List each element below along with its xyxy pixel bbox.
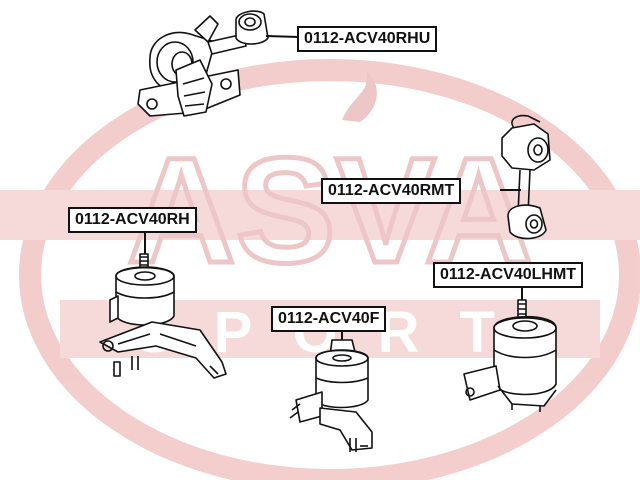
part-label-acv40f: 0112-ACV40F [271,306,387,332]
part-rmt-drawing [501,114,551,240]
part-label-acv40lhmt: 0112-ACV40LHMT [433,262,584,288]
part-label-acv40rhu: 0112-ACV40RHU [297,26,438,52]
part-lhmt-drawing [463,299,557,412]
part-label-acv40rh: 0112-ACV40RH [68,207,197,233]
part-f-drawing [289,339,373,452]
watermark-flame-icon [342,70,377,122]
watermark-ring [19,59,640,480]
part-label-acv40rmt: 0112-ACV40RMT [321,178,462,204]
part-rhu-drawing [137,10,269,117]
leader-rhu [265,35,300,38]
